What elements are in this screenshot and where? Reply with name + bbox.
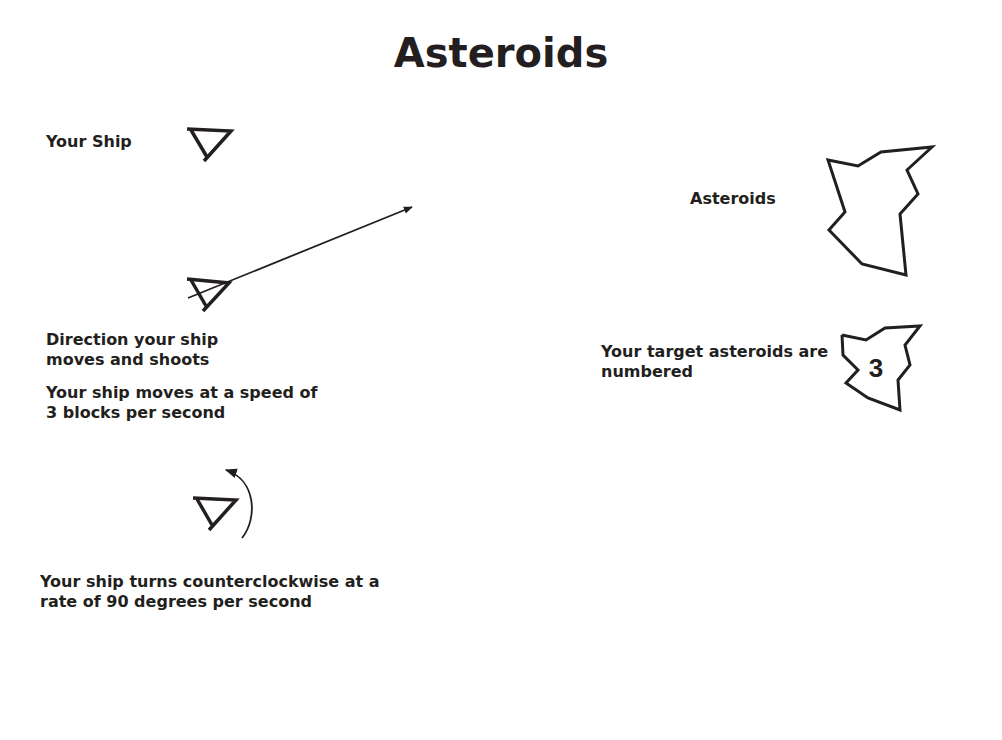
note-label: Direction your ship moves and shoots (46, 330, 256, 370)
note-label: Your Ship (46, 132, 186, 152)
ship-icon (187, 129, 231, 161)
page-title: Asteroids (0, 30, 1002, 76)
ship-icon (193, 498, 236, 530)
note-label: Your ship turns counterclockwise at a ra… (40, 572, 420, 612)
direction-arrow (188, 207, 412, 298)
note-label: Your target asteroids are numbered (601, 342, 831, 382)
note-label: Your ship moves at a speed of 3 blocks p… (46, 383, 321, 423)
turn-arrow (226, 470, 252, 538)
asteroid-number: 3 (869, 353, 883, 383)
note-label: Asteroids (690, 189, 820, 209)
target-asteroid: 3 (836, 322, 926, 416)
asteroid-shape (842, 326, 920, 410)
asteroid (828, 147, 932, 275)
